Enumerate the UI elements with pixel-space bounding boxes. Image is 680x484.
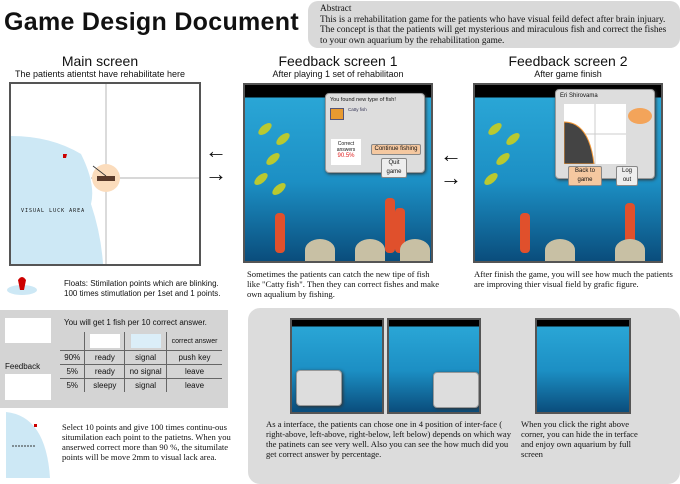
feedback2-screen: Eri Shirovama Back to game Log out (473, 83, 663, 263)
feedback-panel: Feedback You will get 1 fish per 10 corr… (0, 310, 228, 408)
interface-left-screenshot (290, 318, 384, 414)
interface-text: As a interface, the patients can chose o… (266, 419, 512, 459)
cell: sleepy (84, 378, 125, 392)
continue-fishing-button[interactable]: Continue fishing (371, 144, 421, 155)
feedback1-subtitle: After playing 1 set of rehabilitaon (272, 69, 404, 79)
quit-game-button[interactable]: Quit game (381, 158, 407, 178)
abstract-heading: Abstract (320, 4, 352, 14)
log-out-button[interactable]: Log out (616, 166, 638, 186)
page-title: Game Design Document (4, 8, 299, 36)
correct-value: 90.5% (337, 153, 355, 159)
user-name: Eri Shirovama (560, 93, 598, 99)
new-fish-popup: You found new type of fish! Catty fish C… (325, 93, 425, 178)
arrow-right-icon: → (205, 161, 227, 186)
stimulation-text: Select 10 points and give 100 times cont… (62, 422, 231, 462)
fisher-ready-image (5, 318, 51, 343)
interface-panel: As a interface, the patients can chose o… (248, 308, 680, 484)
feedback1-title: Feedback screen 1 (278, 53, 398, 69)
cell: signal (124, 350, 167, 365)
abstract-box: Abstract This is a rrehabilitation game … (308, 1, 680, 48)
speech-bubble (628, 108, 652, 124)
cell: 5% (60, 378, 85, 392)
fish-thumbnail (330, 108, 344, 120)
back-to-game-button[interactable]: Back to game (568, 166, 602, 186)
visual-field-chart (564, 104, 626, 164)
cell: ready (84, 364, 125, 379)
cell: no signal (124, 364, 167, 379)
cell: leave (166, 378, 222, 392)
main-screen-subtitle: The patients atientst have rehabilitate … (14, 69, 186, 79)
fullscreen-text: When you click the right above corner, y… (521, 419, 638, 459)
feedback1-caption: Sometimes the patients can catch the new… (247, 269, 440, 299)
visual-lack-area-label: VISUAL LUCK AREA (21, 208, 86, 214)
visual-field-graphic (11, 84, 199, 264)
feedback2-subtitle: After game finish (534, 69, 602, 79)
cell: ready (84, 350, 125, 365)
correct-label: Correct answers (336, 141, 356, 153)
fisher-sleepy-image (5, 374, 51, 400)
float-icon (7, 277, 37, 295)
arrow-left-icon: ← (205, 138, 227, 163)
cell: leave (166, 364, 222, 379)
interface-right-screenshot (387, 318, 481, 414)
feedback-intro: You will get 1 fish per 10 correct answe… (64, 318, 207, 327)
cell: push key (166, 350, 222, 365)
feedback1-screen: You found new type of fish! Catty fish C… (243, 83, 433, 263)
main-screen-frame: VISUAL LUCK AREA (9, 82, 201, 266)
floats-label: Floats: (64, 279, 89, 288)
cell: signal (124, 378, 167, 392)
arrow-left-icon: ← (440, 142, 462, 167)
popup-title: You found new type of fish! (330, 97, 396, 103)
fish-name: Catty fish (348, 107, 367, 112)
feedback-label: Feedback (5, 362, 41, 371)
progress-popup: Eri Shirovama Back to game Log out (555, 89, 655, 186)
arrow-right-icon: → (440, 165, 462, 190)
floats-text: Stimilation points which are blinking. 1… (64, 279, 221, 298)
feedback2-caption: After finish the game, you will see how … (474, 269, 673, 289)
abstract-text: This is a rrehabilitation game for the p… (320, 14, 667, 46)
stimulation-points-image (6, 412, 50, 478)
main-screen-title: Main screen (61, 53, 139, 69)
fullscreen-screenshot (535, 318, 631, 414)
cell: 90% (60, 350, 85, 365)
cell: 5% (60, 364, 85, 379)
correct-answer-header: correct answer (166, 332, 222, 351)
floats-description: Floats: Stimilation points which are bli… (64, 279, 229, 299)
feedback2-title: Feedback screen 2 (508, 53, 628, 69)
